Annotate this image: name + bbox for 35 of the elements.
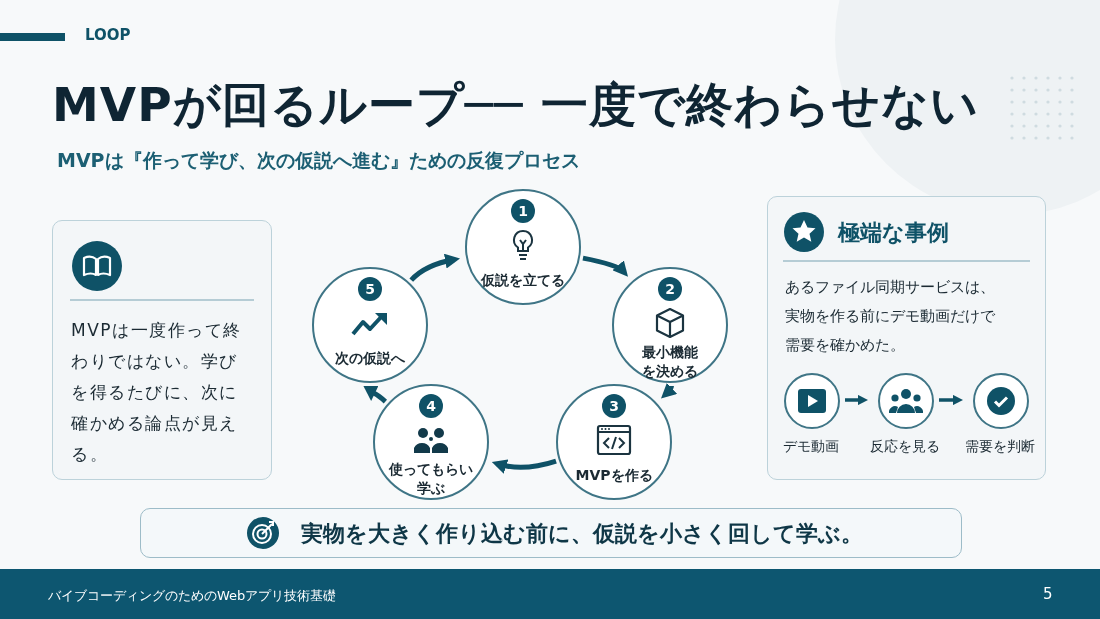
step-label: 次の仮説へ [334, 349, 406, 368]
subtitle: MVPは『作って学び、次の仮説へ進む』ための反復プロセス [57, 148, 580, 173]
card-body-text: MVPは一度作って終わりではない。学びを得るたびに、次に確かめる論点が見える。 [71, 319, 243, 466]
step-number-badge: 4 [419, 394, 443, 418]
step-number-badge: 3 [602, 394, 626, 418]
icon-caption: 反応を見る [869, 438, 941, 456]
icon-circle [784, 373, 840, 429]
page-number: 5 [1043, 585, 1053, 603]
step-label: 使ってもらい学ぶ [388, 460, 474, 498]
footer-text: バイブコーディングのためのWebアプリ技術基礎 [48, 587, 337, 605]
icon-caption: デモ動画 [782, 438, 840, 456]
section-label: LOOP [85, 26, 131, 44]
step-label: MVPを作る [574, 466, 654, 485]
step-label: 仮説を立てる [480, 271, 566, 290]
info-card [767, 196, 1046, 480]
flow-arrow [364, 385, 387, 404]
step-number-badge: 5 [358, 277, 382, 301]
step-number-badge: 1 [511, 199, 535, 223]
flow-arrow [409, 253, 460, 282]
card-heading: 極端な事例 [838, 219, 949, 247]
key-message-banner [140, 508, 962, 558]
flow-arrow [582, 255, 629, 277]
flow-arrow [491, 458, 557, 474]
flow-arrow [845, 394, 869, 406]
icon-circle [878, 373, 934, 429]
flow-arrow [939, 394, 964, 406]
info-card [52, 220, 272, 480]
card-body-text: あるファイル同期サービスは、実物を作る前にデモ動画だけで需要を確かめた。 [785, 277, 996, 356]
icon-caption: 需要を判断 [964, 438, 1036, 456]
slide-title: MVPが回るループ── 一度で終わらせない [52, 76, 979, 134]
key-message: 実物を大きく作り込む前に、仮説を小さく回して学ぶ。 [301, 520, 863, 548]
step-number-badge: 2 [658, 277, 682, 301]
icon-circle [973, 373, 1029, 429]
flow-arrow [661, 382, 678, 399]
step-label: 最小機能を決める [641, 343, 699, 381]
